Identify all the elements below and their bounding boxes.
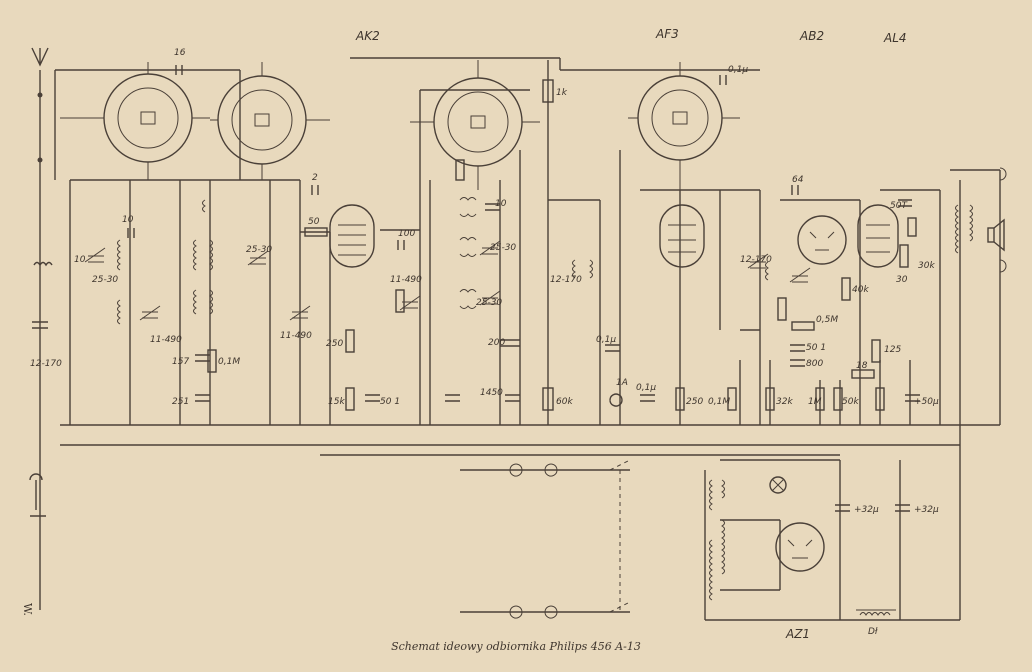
component-label: 60k [556, 397, 573, 407]
antenna-symbol [29, 47, 53, 610]
component-label: 10 [122, 215, 134, 225]
component-label: 25-30 [490, 243, 516, 253]
component-label: 11-490 [280, 331, 312, 341]
schematic-caption: Schemat ideowy odbiornika Philips 456 A-… [391, 640, 641, 653]
component-label: 1M [808, 397, 822, 407]
component-label: 0,1µ [636, 383, 656, 393]
component-label: 30k [918, 261, 935, 271]
component-label: 251 [172, 397, 189, 407]
resistors [207, 79, 917, 411]
component-label: 12-170 [550, 275, 582, 285]
component-label: 32k [776, 397, 793, 407]
component-label: 30 [896, 275, 908, 285]
component-label: 25-30 [246, 245, 272, 255]
tube-label-ab2: AB2 [799, 29, 824, 43]
component-label: 2 [312, 173, 318, 183]
component-labels: 16 2 10 50 100 10 25-30 25-30 25-30 200 … [30, 48, 939, 637]
component-label: +32µ [914, 505, 939, 515]
component-label: 157 [172, 357, 189, 367]
component-label: 100 [398, 229, 415, 239]
component-label: 18 [856, 361, 868, 371]
component-label: 12-170 [30, 359, 62, 369]
author-signature: W. [21, 603, 34, 616]
wafer-switch-1 [60, 62, 210, 180]
component-label: 0,1µ [596, 335, 616, 345]
loudspeaker-icon [987, 167, 1007, 273]
component-label: 0,5M [816, 315, 838, 325]
component-label: Dł [868, 627, 878, 637]
component-label: 25-30 [92, 275, 118, 285]
component-label: 200 [488, 338, 505, 348]
component-label: 16 [174, 48, 186, 58]
component-label: 0,1µ [728, 65, 748, 75]
tube-af3-symbol [659, 204, 705, 268]
component-label: 800 [806, 359, 823, 369]
component-label: 0,1M [708, 397, 730, 407]
capacitors [127, 65, 920, 512]
tube-labels: AK2 AF3 AB2 AL4 AZ1 [355, 27, 907, 641]
variable-capacitors [84, 240, 811, 321]
component-label: 10 [74, 255, 86, 265]
tube-label-az1: AZ1 [785, 627, 810, 641]
component-label: 64 [792, 175, 804, 185]
component-label: 1A [616, 378, 628, 388]
tube-ab2-symbol [797, 215, 847, 265]
component-label: 15k [328, 397, 345, 407]
component-label: 10 [495, 199, 507, 209]
component-label: 50 1 [380, 397, 400, 407]
wiring [54, 57, 1001, 621]
component-label: 11-490 [150, 335, 182, 345]
component-label: 50 [308, 217, 320, 227]
component-label: 50 1 [806, 343, 826, 353]
component-label: 50k [842, 397, 859, 407]
component-label: 125 [884, 345, 901, 355]
component-label: 250 [326, 339, 343, 349]
component-label: 1k [556, 88, 568, 98]
coils [117, 197, 973, 616]
tube-label-ak2: AK2 [355, 29, 380, 43]
component-label: +32µ [854, 505, 879, 515]
mains-connections [509, 459, 631, 619]
wafer-switch-3 [410, 60, 540, 190]
component-label: 0,1M [218, 357, 240, 367]
component-label: 25-30 [476, 298, 502, 308]
tube-label-af3: AF3 [655, 27, 679, 41]
component-label: +50µ [914, 397, 939, 407]
pilot-lamp [769, 476, 787, 494]
tube-ak2-symbol [329, 204, 375, 268]
tube-az1-symbol [775, 522, 825, 572]
component-label: 250 [686, 397, 703, 407]
wafer-switch-2 [210, 62, 330, 180]
tube-label-al4: AL4 [883, 31, 907, 45]
component-label: 11-490 [390, 275, 422, 285]
tube-al4-symbol [857, 204, 899, 268]
component-label: 12-170 [740, 255, 772, 265]
component-label: 50T [890, 201, 908, 211]
component-label: 40k [852, 285, 869, 295]
component-label: 1450 [480, 388, 503, 398]
wafer-switch-4 [628, 62, 740, 190]
